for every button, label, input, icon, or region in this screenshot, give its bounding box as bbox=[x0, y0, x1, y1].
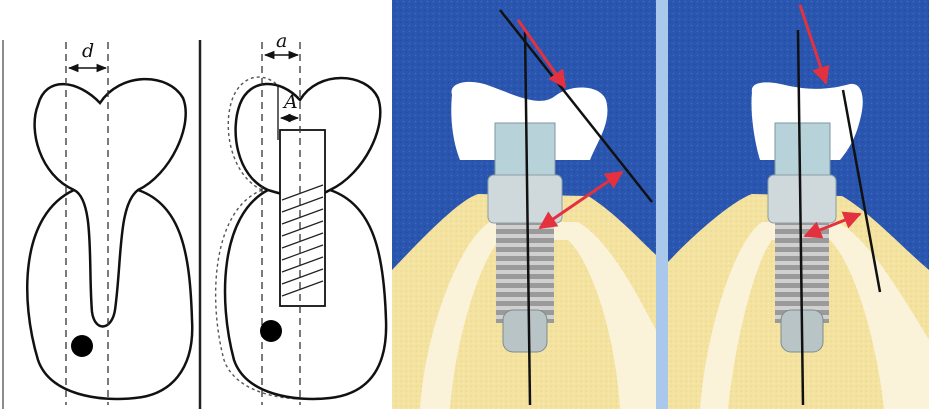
label-a: a bbox=[276, 30, 287, 52]
implant-illustration-2 bbox=[668, 0, 929, 409]
reference-dot-2 bbox=[260, 320, 282, 342]
label-d: d bbox=[82, 40, 94, 62]
abutment-collar-1 bbox=[488, 175, 562, 223]
left-background bbox=[0, 0, 392, 409]
panel-divider bbox=[656, 0, 668, 409]
implant-body bbox=[280, 130, 325, 306]
label-A: A bbox=[282, 91, 298, 113]
abutment-2 bbox=[775, 123, 830, 175]
abutment-1 bbox=[495, 123, 555, 175]
implant-illustration-1 bbox=[392, 0, 656, 409]
reference-dot-1 bbox=[71, 335, 93, 357]
implant-apex-1 bbox=[503, 310, 547, 352]
abutment-collar-2 bbox=[768, 175, 836, 223]
implant-1 bbox=[496, 223, 554, 323]
